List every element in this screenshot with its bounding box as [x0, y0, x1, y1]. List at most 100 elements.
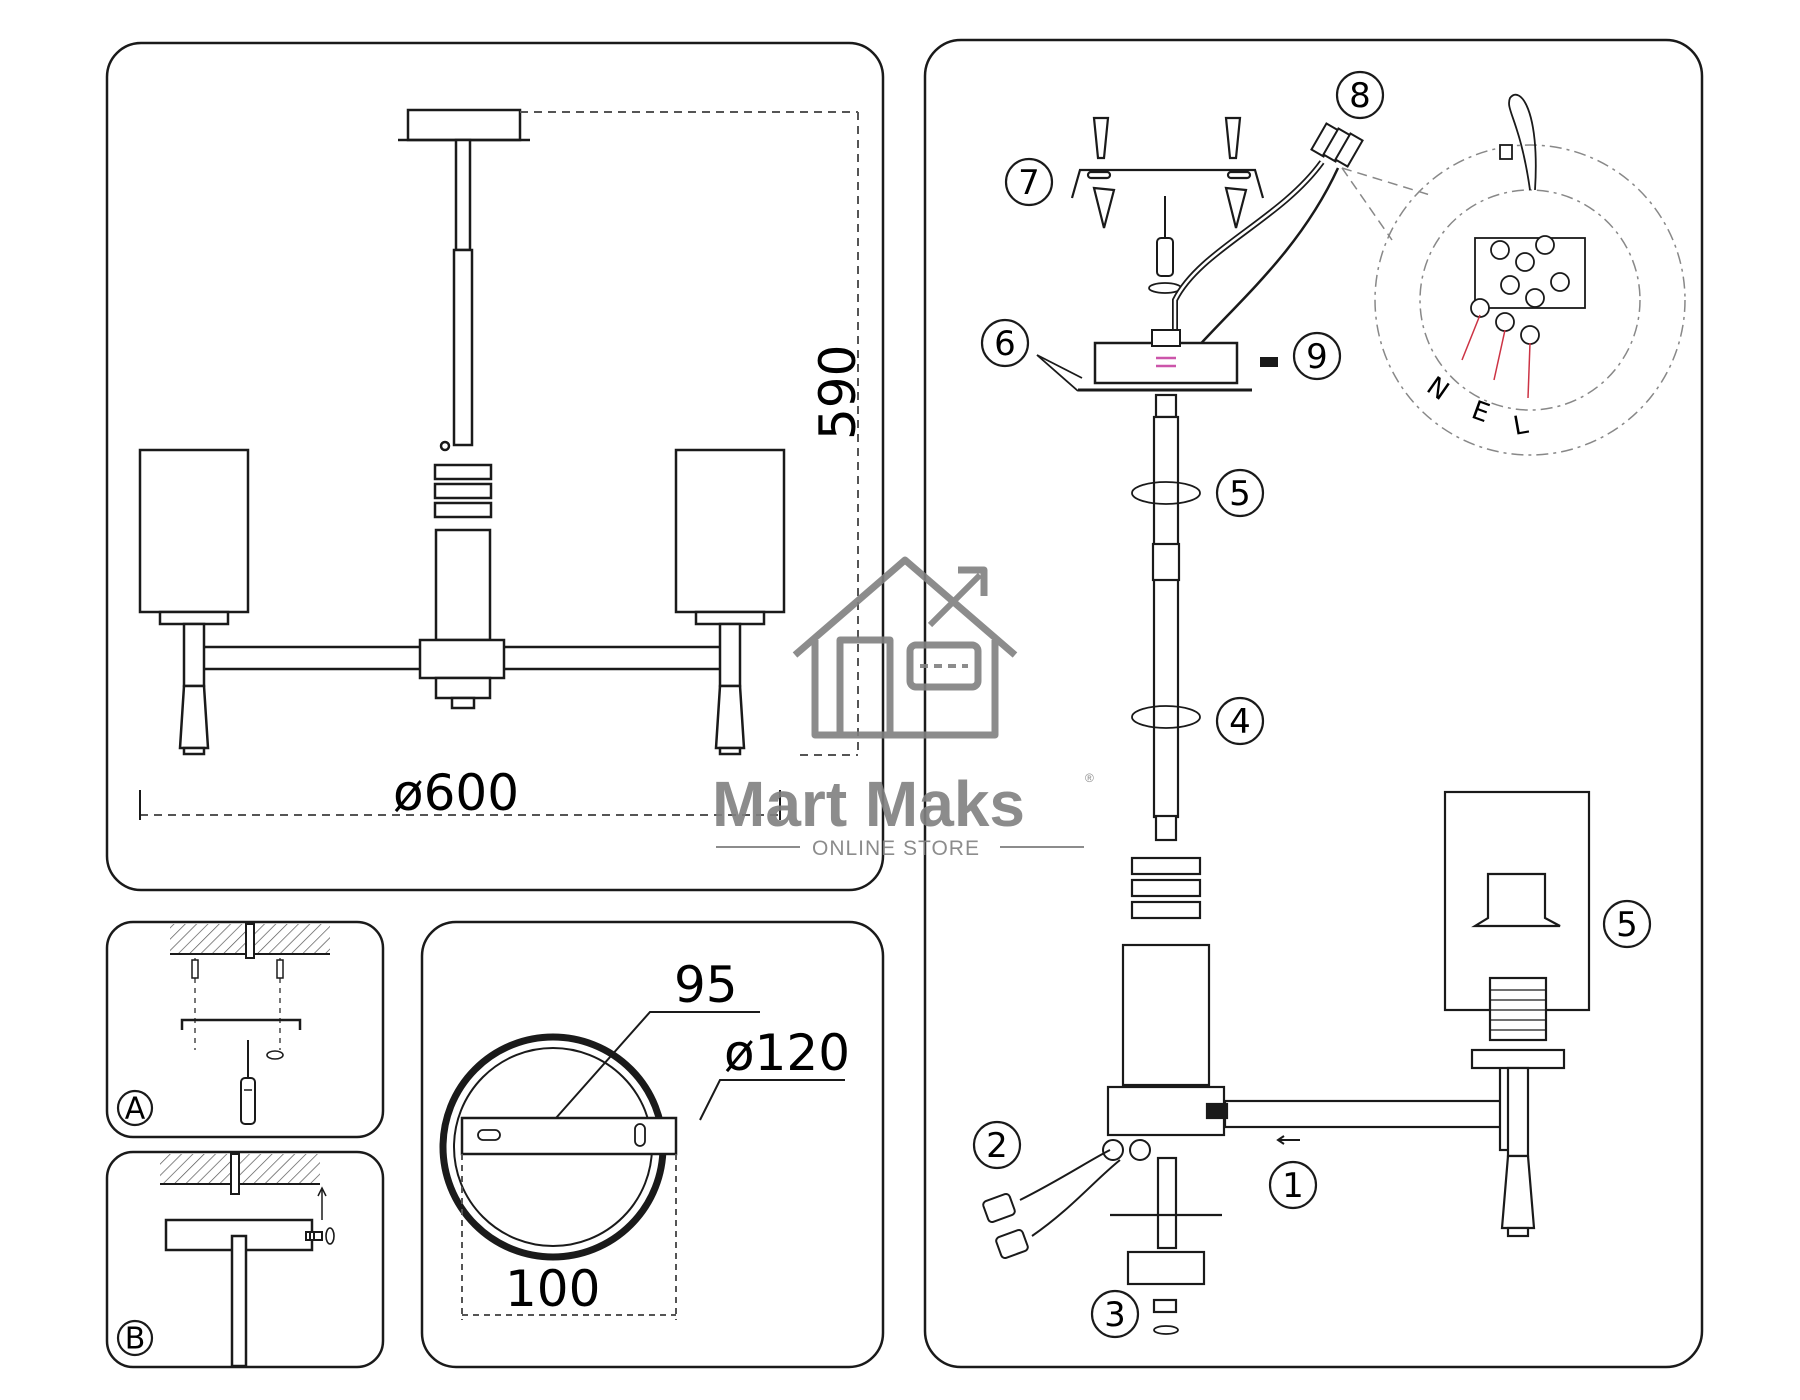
leader-95 — [555, 1011, 760, 1119]
plate-length-label: 95 — [674, 956, 738, 1014]
panel-b-badge — [116, 1319, 154, 1357]
watermark: Mart Maks ® ONLINE STORE — [712, 556, 1094, 860]
wire-connectors — [982, 1139, 1151, 1259]
assembly-canopy — [1093, 341, 1239, 385]
detail-leader-2 — [1341, 167, 1431, 196]
wire-label-n: N — [1421, 371, 1454, 407]
assembly-arm — [1223, 1099, 1507, 1129]
panel-a: A — [105, 920, 385, 1139]
dimension-lines — [140, 111, 859, 816]
right-cup — [694, 610, 766, 626]
panel-overview-frame — [105, 41, 885, 892]
ring-2 — [433, 482, 493, 500]
screwdriver-icon — [240, 1040, 256, 1125]
set-screw — [439, 440, 451, 452]
canopy-nut — [1151, 329, 1181, 347]
hub-finial — [450, 696, 476, 710]
plate-diameter-label: ø120 — [724, 1024, 850, 1082]
watermark-subtitle: ONLINE STORE — [812, 837, 980, 860]
bracket-slot-left — [477, 1129, 501, 1141]
threaded-socket — [1488, 976, 1548, 1042]
terminal-block-detail — [1470, 93, 1586, 345]
rod-lower — [452, 248, 474, 447]
house-logo-icon — [792, 556, 1018, 739]
plate-bracket — [460, 1116, 678, 1156]
rotation-arrow-icon — [266, 1050, 284, 1060]
step-badge-6 — [980, 318, 1030, 368]
hub-bottom — [434, 676, 492, 700]
left-arm — [201, 645, 425, 671]
rotation-arrow-icon-7 — [1148, 282, 1182, 294]
wire-label-e: E — [1468, 395, 1494, 429]
panel-a-label: A — [125, 1092, 146, 1127]
rotation-arrow-icon-3 — [1153, 1325, 1179, 1335]
panel-assembly: N E L 1 2 3 4 5 5 6 7 8 9 — [923, 38, 1704, 1369]
right-stem — [718, 622, 742, 688]
leader-120 — [699, 1079, 845, 1121]
step-badge-2 — [972, 1120, 1022, 1170]
panel-a-badge — [116, 1089, 154, 1127]
detail-wires — [1461, 314, 1531, 399]
plate-dim-lines — [461, 1154, 677, 1320]
panel-plate: 95 ø120 100 — [420, 920, 885, 1369]
detail-circle-outer — [1374, 144, 1686, 456]
wire-label-l: L — [1511, 410, 1531, 442]
assembly-rod — [1152, 415, 1180, 819]
right-socket-cover — [714, 684, 746, 750]
arm-hub — [418, 638, 506, 680]
ring-3 — [433, 501, 493, 519]
rod-upper — [454, 138, 472, 252]
central-body — [434, 528, 492, 642]
step-9: 9 — [1306, 337, 1328, 377]
left-cup — [158, 610, 230, 626]
anchor-left-a — [191, 959, 199, 979]
step-badge-5b — [1602, 899, 1652, 949]
screw-icon-9 — [1260, 357, 1278, 367]
canopy — [406, 108, 522, 142]
step-4: 4 — [1229, 702, 1251, 742]
step-1: 1 — [1282, 1166, 1304, 1206]
right-cap — [718, 746, 742, 756]
wiring-detail: N E L — [1341, 93, 1686, 456]
step-5: 5 — [1229, 474, 1251, 514]
step-5b: 5 — [1616, 905, 1638, 945]
step-badge-1 — [1268, 1160, 1318, 1210]
anchor-right-a — [276, 959, 284, 979]
step-7: 7 — [1018, 163, 1040, 203]
ceiling-box-a — [245, 923, 255, 959]
ceiling-bracket — [1070, 116, 1265, 229]
panel-plate-frame — [420, 920, 885, 1369]
bottom-parts — [1110, 1156, 1222, 1314]
rotation-arrow-icon-4 — [1131, 705, 1201, 729]
step-badge-5 — [1215, 468, 1265, 518]
rotation-arrow-icon-5 — [1131, 481, 1201, 505]
socket-threads — [1490, 989, 1546, 1031]
panel-b-label: B — [125, 1322, 146, 1357]
panel-overview: 590 ø600 — [105, 41, 885, 892]
step-badge-3 — [1090, 1289, 1140, 1339]
height-label: 590 — [809, 345, 867, 440]
diameter-label: ø600 — [393, 764, 519, 822]
ground-wire — [1194, 167, 1340, 351]
step-3: 3 — [1104, 1295, 1126, 1335]
step-badge-8 — [1335, 70, 1385, 120]
step-badge-9 — [1292, 331, 1342, 381]
assembly-body — [1106, 814, 1524, 1152]
chandelier-side-view — [138, 108, 786, 756]
step-badge-7 — [1004, 157, 1054, 207]
ceiling-box-b — [230, 1153, 240, 1195]
panel-assembly-frame — [923, 38, 1704, 1369]
screw-icon — [305, 1231, 323, 1241]
panel-a-frame — [105, 920, 385, 1139]
left-shade — [138, 448, 250, 614]
step-badge-4 — [1215, 696, 1265, 746]
left-cap — [182, 746, 206, 756]
rod-top-thread — [1154, 393, 1178, 419]
plate-width-label: 100 — [505, 1260, 600, 1318]
mounting-bracket-a — [180, 1018, 302, 1030]
right-shade — [674, 448, 786, 614]
step-8: 8 — [1349, 76, 1371, 116]
watermark-title: Mart Maks — [712, 768, 1025, 840]
right-arm — [501, 645, 725, 671]
